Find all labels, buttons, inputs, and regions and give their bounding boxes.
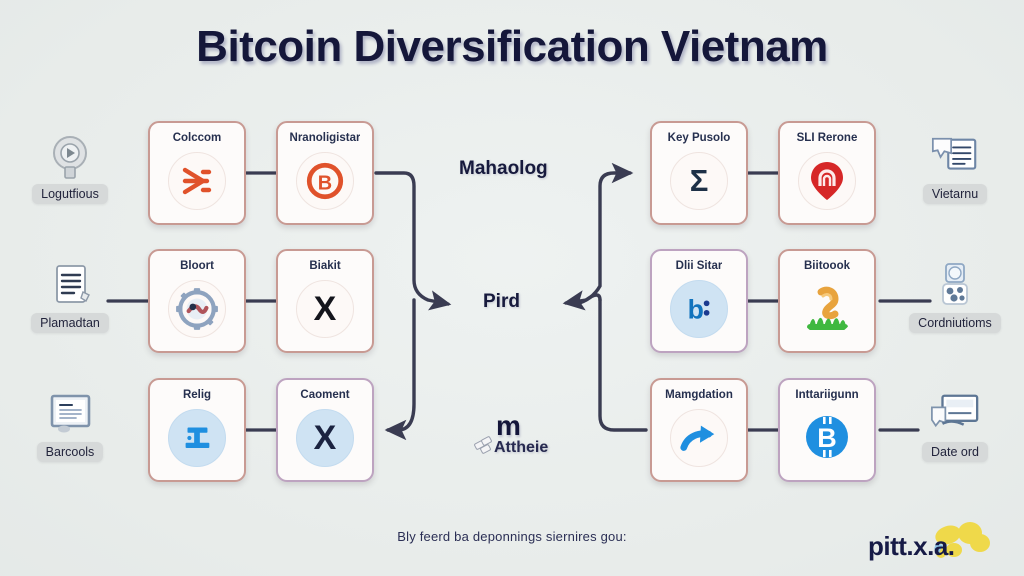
page-title: Bitcoin Diversification Vietnam (196, 22, 828, 71)
side-item-label: Logutfious (32, 184, 108, 204)
side-item-label: Date ord (922, 442, 988, 462)
sigma-icon: Σ (670, 151, 728, 210)
white-marker-icon (474, 436, 492, 454)
card-dlii-sitar[interactable]: Dlii Sitar b (650, 249, 748, 353)
ibeam-cursor-icon (168, 408, 226, 467)
letter-x-blue-icon: X (296, 408, 354, 467)
stacked-notes-icon (929, 133, 981, 183)
card-label: Key Pusolo (667, 132, 731, 144)
side-item-plamadtan[interactable]: Plamadtan (18, 262, 122, 333)
side-item-label: Plamadtan (31, 313, 109, 333)
card-mamgdation[interactable]: Mamgdation (650, 378, 748, 482)
card-label: Dlii Sitar (675, 260, 723, 272)
card-label: Relig (182, 389, 212, 401)
side-item-label: Vietarnu (922, 184, 988, 204)
footer-caption: Bly feerd ba deponnings siernires gou: (397, 529, 627, 544)
side-item-logutfious[interactable]: Logutfious (18, 133, 122, 204)
card-bloort[interactable]: Bloort (148, 249, 246, 353)
card-label: Inttariigunn (795, 389, 859, 401)
svg-text:b: b (688, 294, 704, 324)
magnifier-grey-icon (44, 133, 96, 183)
card-label: Nranoligistar (289, 132, 361, 144)
card-label: Colccom (172, 132, 222, 144)
animal-grass-icon (799, 280, 855, 336)
card-label: Caoment (300, 389, 350, 401)
card-label: Biitoook (804, 260, 850, 272)
card-inttariigunn[interactable]: Inttariigunn B (778, 378, 876, 482)
side-item-cordniutioms[interactable]: Cordniutioms (903, 262, 1007, 333)
card-label: Bloort (180, 260, 214, 272)
side-item-label: Barcools (36, 442, 104, 462)
card-caoment[interactable]: Caoment X (276, 378, 374, 482)
card-colccom[interactable]: Colccom (148, 121, 246, 225)
card-label: Biakit (309, 260, 341, 272)
document-lines-icon (44, 262, 96, 312)
card-biitoook[interactable]: Biitoook (778, 249, 876, 353)
center-label-attheie: Attheie (494, 439, 549, 456)
monitor-page-icon (929, 391, 981, 441)
card-biakit[interactable]: Biakit X (276, 249, 374, 353)
side-item-vietarnu[interactable]: Vietarnu (903, 133, 1007, 204)
svg-text:B: B (318, 172, 332, 194)
brand-logo: pitt.x.a. (862, 519, 1002, 571)
blue-b-icon: b (670, 279, 728, 338)
globe-person-icon (929, 262, 981, 312)
card-nranoligistar[interactable]: Nranoligistar B (276, 121, 374, 225)
map-pin-red-icon (798, 151, 856, 210)
brand-text: pitt.x.a. (868, 531, 955, 561)
center-label-pird: Pird (483, 291, 520, 312)
svg-text:B: B (817, 423, 837, 453)
brand-yellow-shape-icon (934, 522, 990, 558)
center-label-mahaolog: Mahaolog (459, 158, 548, 179)
side-item-label: Cordniutioms (909, 313, 1001, 333)
orange-abstract-icon (168, 151, 226, 210)
card-label: Mamgdation (665, 389, 733, 401)
framed-document-icon (44, 391, 96, 441)
curved-arrow-icon (670, 408, 728, 467)
side-item-barcools[interactable]: Barcools (18, 391, 122, 462)
center-glyph-m: m (496, 410, 521, 441)
letter-x-icon: X (296, 279, 354, 338)
card-relig[interactable]: Relig (148, 378, 246, 482)
bitcoin-blue-icon: B (799, 409, 855, 465)
bitcoin-orange-icon: B (296, 151, 354, 210)
card-label: SLI Rerone (796, 132, 858, 144)
card-key-pusolo[interactable]: Key Pusolo Σ (650, 121, 748, 225)
gear-ring-icon (168, 279, 226, 338)
card-sli-rerone[interactable]: SLI Rerone (778, 121, 876, 225)
side-item-date-ord[interactable]: Date ord (903, 391, 1007, 462)
